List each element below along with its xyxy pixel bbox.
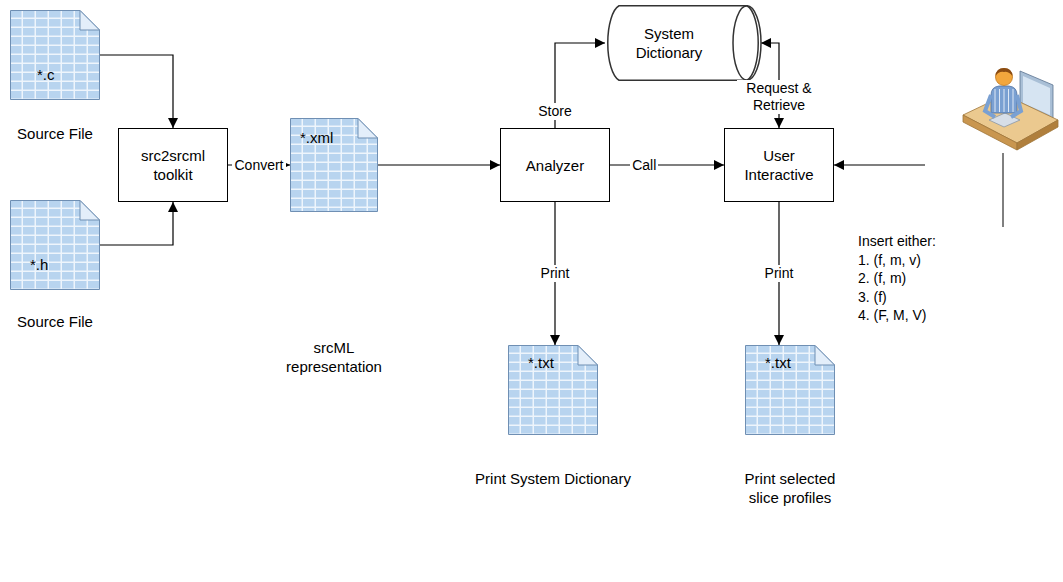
- box-label: src2srcml toolkit: [127, 146, 219, 184]
- text-holder: Source File: [0, 124, 115, 143]
- text-holder: 4. (F, M, V): [858, 306, 926, 325]
- file-extension: *.txt: [765, 353, 791, 372]
- document-fold: [80, 201, 100, 221]
- arrow-label: Print: [539, 265, 572, 282]
- person-body: [991, 86, 1017, 113]
- document-caption: Print System Dictionary: [453, 469, 653, 488]
- document-icon: *.txtPrint selected slice profiles: [745, 345, 835, 435]
- box-label: System Dictionary: [609, 24, 729, 62]
- flow-arrow: [378, 164, 500, 165]
- document-icon: *.hSource File: [10, 200, 100, 290]
- text-holder: 1. (f, m, v): [858, 251, 921, 270]
- shirt-stripe: [1008, 89, 1009, 112]
- file-extension: *.c: [37, 65, 55, 84]
- process-box: Analyzer: [500, 128, 610, 202]
- shirt-stripe: [1004, 89, 1005, 112]
- document-caption: Source File: [0, 312, 115, 331]
- person-hair: [996, 68, 1013, 76]
- shirt-stripe: [999, 89, 1000, 112]
- document-fold: [578, 346, 598, 366]
- file-extension: *.txt: [528, 353, 554, 372]
- document-caption: Print selected slice profiles: [730, 469, 850, 507]
- arrow-label: Request & Retrieve: [737, 80, 821, 114]
- document-page: [11, 201, 100, 290]
- text-holder: 2. (f, m): [858, 269, 906, 288]
- process-box: User Interactive: [724, 128, 834, 202]
- document-page: [746, 346, 835, 435]
- flow-arrow: [834, 164, 925, 165]
- document-fold: [80, 11, 100, 31]
- input-option: 4. (F, M, V): [858, 306, 926, 325]
- process-box: src2srcml toolkit: [118, 128, 228, 202]
- document-icon: *.cSource File: [10, 10, 100, 100]
- flow-arrow: [610, 164, 724, 165]
- person-head: [996, 69, 1013, 86]
- user-actor: Insert either:1. (f, m, v)2. (f, m)3. (f…: [925, 65, 1060, 320]
- leader-line: [1003, 153, 1004, 227]
- person-arm: [985, 95, 995, 117]
- text-holder: Analyzer: [501, 129, 609, 201]
- person-outline: [925, 65, 1060, 320]
- arrow-label: Call: [630, 157, 658, 174]
- document-page: [509, 346, 598, 435]
- doc-outline: [10, 10, 100, 100]
- text-holder: Insert either:: [858, 232, 936, 251]
- arrow-label: Store: [536, 103, 573, 120]
- cylinder-body: [608, 6, 758, 81]
- text-holder: System Dictionary: [609, 5, 729, 81]
- file-extension: *.h: [30, 255, 48, 274]
- document-icon: *.txtPrint System Dictionary: [508, 345, 598, 435]
- input-heading: Insert either:: [858, 232, 936, 251]
- text-holder: User Interactive: [725, 129, 833, 201]
- document-fold: [815, 346, 835, 366]
- text-holder: *.xml: [300, 128, 333, 147]
- flow-arrow: [100, 202, 173, 245]
- desk-side: [1017, 120, 1058, 150]
- flow-arrow: [100, 55, 173, 128]
- shirt-stripe: [1013, 89, 1014, 112]
- text-holder: 3. (f): [858, 288, 887, 307]
- data-store-cylinder: System Dictionary: [605, 5, 761, 81]
- text-holder: Source File: [0, 312, 115, 331]
- file-extension: *.xml: [300, 128, 333, 147]
- connector-group: [100, 43, 925, 345]
- doc-outline: [10, 200, 100, 290]
- person-arm: [1011, 95, 1021, 117]
- input-option: 2. (f, m): [858, 269, 906, 288]
- box-label: User Interactive: [733, 146, 825, 184]
- text-holder: src2srcml toolkit: [119, 129, 227, 201]
- box-label: Analyzer: [526, 156, 584, 175]
- text-holder: *.txt: [528, 353, 554, 372]
- arrow-label: Print: [763, 265, 796, 282]
- document-caption: srcML representation: [269, 338, 399, 376]
- text-holder: *.h: [30, 255, 48, 274]
- text-holder: Print System Dictionary: [453, 469, 653, 488]
- cylinder-cap: [733, 6, 761, 81]
- document-page: [11, 11, 100, 100]
- input-option: 3. (f): [858, 288, 887, 307]
- cyl-outline: [605, 5, 761, 81]
- document-page: [291, 119, 378, 212]
- document-caption: Source File: [0, 124, 115, 143]
- document-icon: *.xmlsrcML representation: [290, 118, 378, 212]
- arrow-label: Convert: [232, 157, 285, 174]
- document-fold: [358, 119, 378, 139]
- text-holder: srcML representation: [269, 338, 399, 376]
- text-holder: Print selected slice profiles: [730, 469, 850, 507]
- shirt-stripe: [995, 89, 996, 112]
- text-holder: *.c: [37, 65, 55, 84]
- input-option: 1. (f, m, v): [858, 251, 921, 270]
- text-holder: *.txt: [765, 353, 791, 372]
